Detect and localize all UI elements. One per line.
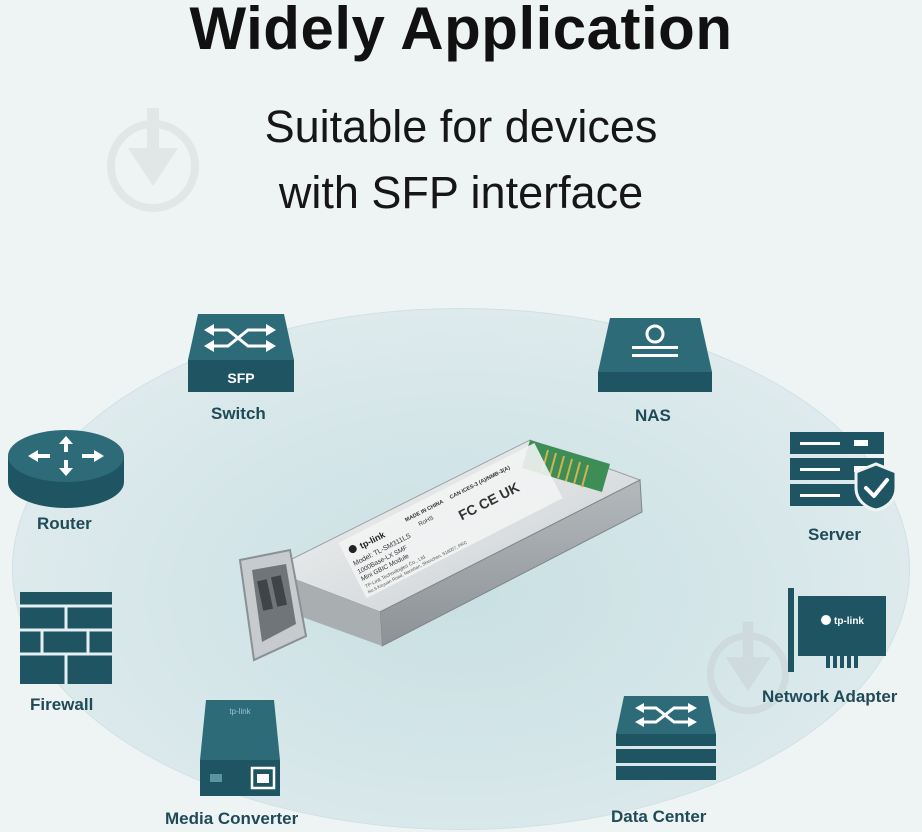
sfp-module: tp-link MADE IN CHINA CAN ICES-3 (A)/NMB… bbox=[230, 420, 650, 690]
media-converter-label: Media Converter bbox=[165, 809, 299, 828]
converter-brand: tp-link bbox=[229, 707, 251, 716]
data-center-label: Data Center bbox=[611, 807, 707, 826]
server-label: Server bbox=[808, 525, 861, 544]
data-center-icon bbox=[614, 694, 718, 786]
media-converter-icon: tp-link bbox=[198, 700, 282, 800]
nas-icon bbox=[596, 316, 714, 394]
network-adapter-icon: tp-link bbox=[786, 588, 890, 672]
firewall-icon bbox=[20, 592, 112, 684]
switch-sfp-badge: SFP bbox=[227, 370, 254, 386]
page-title: Widely Application bbox=[189, 0, 733, 62]
router-label: Router bbox=[37, 514, 92, 533]
server-icon bbox=[788, 430, 900, 512]
download-watermark-icon-2 bbox=[706, 618, 790, 718]
network-adapter-label: Network Adapter bbox=[762, 687, 898, 706]
subtitle-line-1: Suitable for devices bbox=[264, 101, 658, 152]
switch-label: Switch bbox=[211, 404, 266, 423]
router-icon bbox=[6, 428, 126, 510]
nas-label: NAS bbox=[635, 406, 671, 425]
subtitle-line-2: with SFP interface bbox=[278, 167, 644, 218]
switch-icon: SFP bbox=[186, 312, 296, 394]
download-watermark-icon bbox=[106, 104, 200, 216]
firewall-label: Firewall bbox=[30, 695, 94, 714]
page-subtitle: Suitable for devices with SFP interface bbox=[0, 94, 922, 226]
adapter-brand: tp-link bbox=[834, 616, 864, 627]
